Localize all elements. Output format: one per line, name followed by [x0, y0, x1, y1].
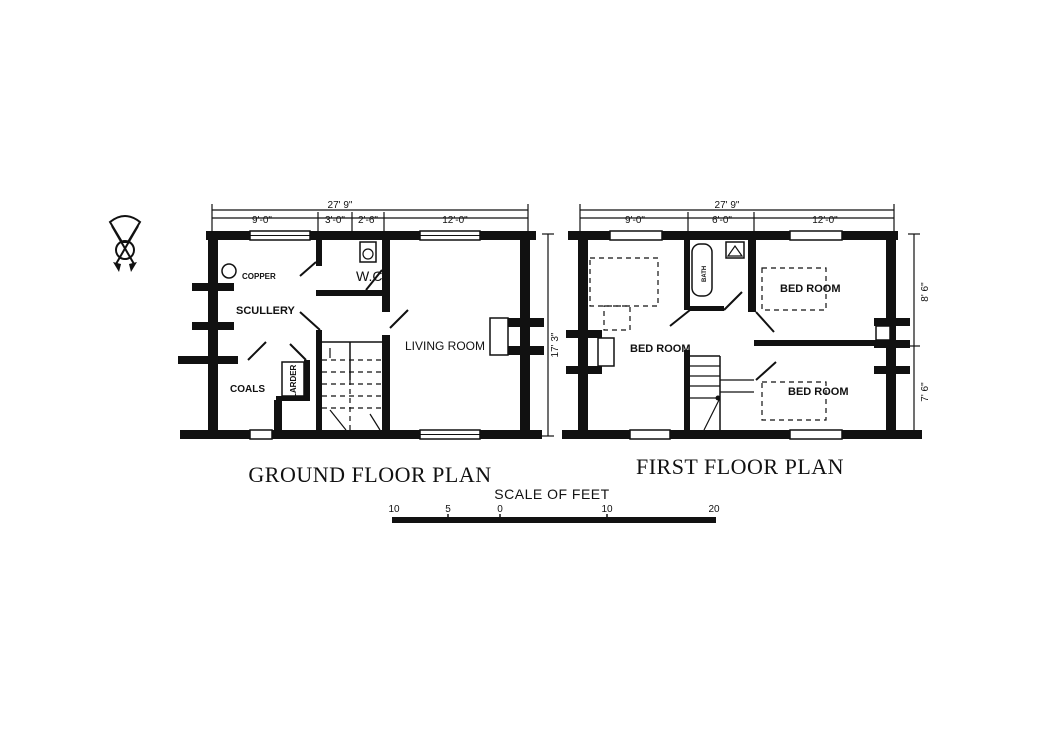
first-label-bed-room-bottom: BED ROOM	[788, 386, 849, 398]
scale-title: SCALE OF FEET	[494, 486, 609, 502]
ground-depth: 17' 3"	[550, 332, 561, 357]
first-label-bed-room-top: BED ROOM	[780, 283, 841, 295]
first-mid-width: 6'-0"	[712, 215, 732, 226]
ground-right-width: 12'-0"	[442, 215, 468, 226]
ground-label-coals: COALS	[230, 384, 265, 395]
ground-label-copper: COPPER	[242, 272, 276, 281]
scale-tick-0: 0	[497, 504, 503, 515]
north-point-icon	[108, 215, 142, 272]
first-walls	[562, 231, 922, 439]
ground-mid-a-width: 3'-0"	[325, 215, 345, 226]
first-fittings	[589, 241, 827, 421]
ground-floor-title: GROUND FLOOR PLAN	[248, 462, 491, 487]
first-stairs	[690, 355, 754, 431]
first-overall-width: 27' 9"	[715, 200, 740, 211]
scale-bar: SCALE OF FEET 10 5 0 10 20	[388, 486, 720, 523]
ground-label-wc: W.C.	[356, 268, 386, 284]
scale-tick-10-left: 10	[388, 504, 400, 515]
first-label-bed-room-left: BED ROOM	[630, 343, 691, 355]
first-depth-top: 8' 6"	[920, 282, 931, 302]
first-dimension-lines	[579, 204, 920, 437]
ground-walls	[178, 231, 544, 439]
ground-label-larder: LARDER	[289, 364, 298, 398]
ground-mid-b-width: 2'-6"	[358, 215, 378, 226]
first-left-width: 9'-0"	[625, 215, 645, 226]
scale-tick-20: 20	[708, 504, 720, 515]
first-label-bath: BATH	[702, 266, 708, 282]
first-windows	[597, 230, 891, 440]
scale-tick-10: 10	[601, 504, 613, 515]
first-right-width: 12'-0"	[812, 215, 838, 226]
ground-label-scullery: SCULLERY	[236, 305, 296, 317]
ground-fittings	[221, 241, 409, 397]
ground-stairs	[322, 341, 382, 431]
scale-tick-5: 5	[445, 504, 451, 515]
ground-dimension-lines	[211, 204, 554, 437]
ground-overall-width: 27' 9"	[328, 200, 353, 211]
ground-windows	[249, 230, 509, 440]
first-floor-title: FIRST FLOOR PLAN	[636, 454, 844, 479]
first-depth-bottom: 7' 6"	[920, 382, 931, 402]
ground-left-width: 9'-0"	[252, 215, 272, 226]
ground-label-living-room: LIVING ROOM	[405, 339, 485, 353]
ground-floor-plan: 27' 9" 9'-0" 3'-0" 2'-6" 12'-0" 17' 3"	[178, 200, 561, 487]
first-floor-plan: 27' 9" 9'-0" 6'-0" 12'-0" 8' 6" 7' 6"	[562, 200, 931, 479]
